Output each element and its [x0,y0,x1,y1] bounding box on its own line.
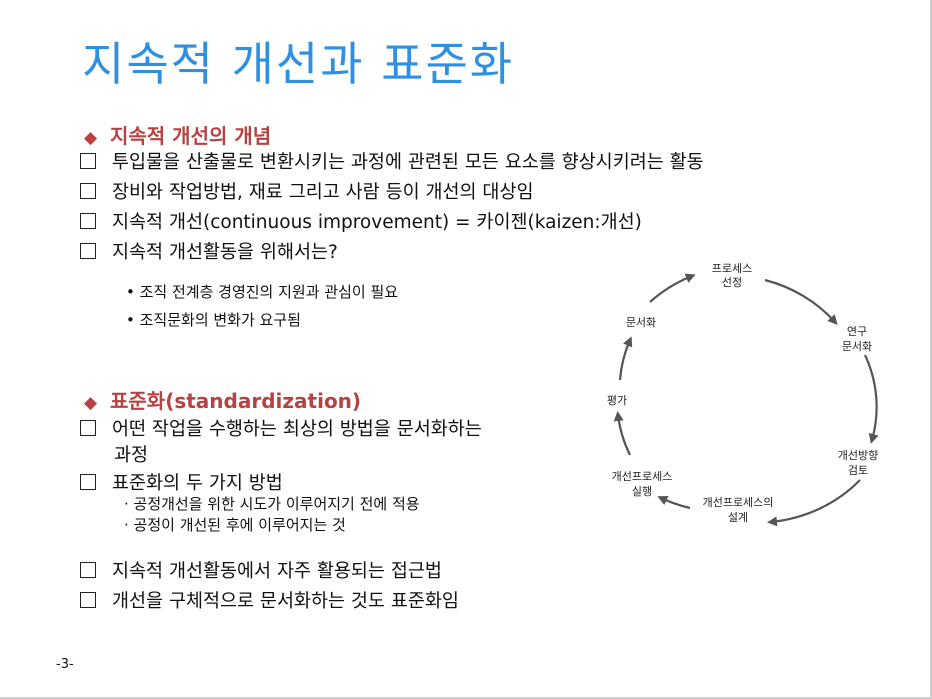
checkbox-item: 표준화의 두 가지 방법 [80,472,283,496]
cycle-node-document: 문서화 [626,316,656,329]
cycle-arrow [767,479,861,527]
square-bullet-icon [80,420,96,436]
item-text: 어떤 작업을 수행하는 최상의 방법을 문서화하는 [112,419,482,440]
sub-item: • 조직 전계층 경영진의 지원과 관심이 필요 [126,283,399,301]
diamond-bullet-icon: ◆ [84,393,98,413]
cycle-arrow [649,273,696,303]
item-text-continued: 과정 [114,445,149,466]
checkbox-item: 어떤 작업을 수행하는 최상의 방법을 문서화하는 [80,418,482,442]
node-label: 개선프로세스의 [703,496,774,509]
section-heading-text: 지속적 개선의 개념 [110,124,272,148]
item-text: 장비와 작업방법, 재료 그리고 사람 등이 개선의 대상임 [112,182,534,203]
node-label: 설계 [728,511,748,524]
cycle-node-study-document: 연구 문서화 [842,325,872,353]
square-bullet-icon [80,474,96,490]
improvement-cycle-diagram: 프로세스 선정 연구 문서화 개선방향 검토 개선프로세스의 설계 개선프로세스… [607,262,879,527]
node-label: 개선방향 [838,449,878,462]
square-bullet-icon [80,562,96,578]
cycle-node-implement: 개선프로세스 실행 [612,470,673,498]
cycle-arrow [618,336,633,381]
checkbox-item: 지속적 개선활동에서 자주 활용되는 접근법 [80,560,442,584]
square-bullet-icon [80,213,96,229]
square-bullet-icon [80,153,96,169]
slide-border-bottom [0,697,932,699]
cycle-node-review: 개선방향 검토 [838,449,878,477]
checkbox-item: 지속적 개선(continuous improvement) = 카이젠(kai… [80,211,642,235]
square-bullet-icon [80,592,96,608]
item-text: 표준화의 두 가지 방법 [112,473,283,494]
node-label: 문서화 [842,340,872,353]
node-label: 개선프로세스 [612,470,673,483]
node-label: 검토 [848,464,868,477]
node-label: 선정 [722,276,742,289]
item-text: 투입물을 산출물로 변환시키는 과정에 관련된 모든 요소를 향상시키려는 활동 [112,152,704,173]
node-label: 프로세스 [712,262,752,275]
square-bullet-icon [80,243,96,259]
square-bullet-icon [80,183,96,199]
node-label: 실행 [632,485,652,498]
cycle-node-evaluate: 평가 [607,394,627,407]
cycle-arrow [613,411,631,456]
item-text: 개선을 구체적으로 문서화하는 것도 표준화임 [112,591,459,612]
diamond-bullet-icon: ◆ [84,128,98,148]
slide-title: 지속적 개선과 표준화 [82,37,515,91]
section-heading-concept: ◆ 지속적 개선의 개념 [84,120,271,149]
checkbox-item: 투입물을 산출물로 변환시키는 과정에 관련된 모든 요소를 향상시키려는 활동 [80,151,704,175]
slide-border-right [930,0,932,699]
section-heading-text: 표준화(standardization) [110,389,362,413]
cycle-arrow [657,496,691,510]
cycle-arrow [864,354,879,444]
item-text: 지속적 개선활동을 위해서는? [112,242,338,263]
item-text: 지속적 개선활동에서 자주 활용되는 접근법 [112,561,442,582]
cycle-node-process-selection: 프로세스 선정 [712,262,752,289]
checkbox-item: 개선을 구체적으로 문서화하는 것도 표준화임 [80,590,459,614]
sub-item: · 공정개선을 위한 시도가 이루어지기 전에 적용 [124,495,420,513]
sub-item: · 공정이 개선된 후에 이루어지는 것 [124,516,346,534]
sub-item: • 조직문화의 변화가 요구됨 [126,311,301,329]
node-label: 문서화 [626,316,656,329]
item-text: 지속적 개선(continuous improvement) = 카이젠(kai… [112,212,642,233]
section-heading-standardization: ◆ 표준화(standardization) [84,385,361,414]
page-number: -3- [56,657,74,672]
checkbox-item: 장비와 작업방법, 재료 그리고 사람 등이 개선의 대상임 [80,181,534,205]
node-label: 연구 [847,325,867,338]
cycle-arrow [764,278,838,325]
node-label: 평가 [607,394,627,407]
cycle-node-design: 개선프로세스의 설계 [703,496,774,524]
checkbox-item: 지속적 개선활동을 위해서는? [80,241,338,265]
